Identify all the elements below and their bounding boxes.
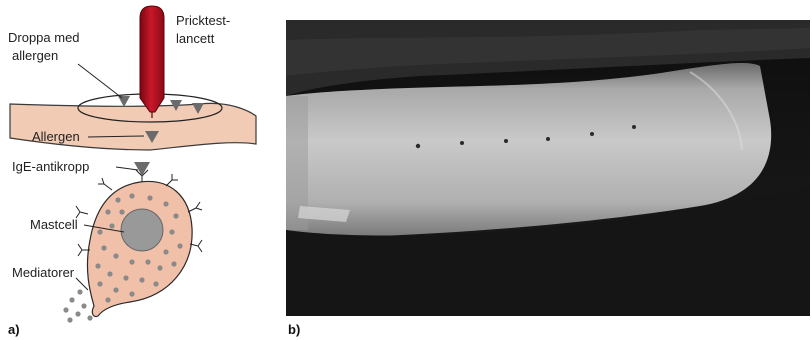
- ige-leader-line: [116, 167, 138, 170]
- drop-label-line1: Droppa med: [8, 30, 80, 45]
- lancet-label-line1: Pricktest-: [176, 13, 230, 28]
- lancet-label-line2: lancett: [176, 31, 215, 46]
- allergen-label: Allergen: [32, 129, 80, 144]
- pricktest-lancet: [140, 6, 164, 118]
- panel-a-letter: a): [8, 322, 20, 337]
- panel-b-letter: b): [288, 322, 300, 337]
- mediators-label: Mediatorer: [12, 265, 75, 280]
- released-mediators: [63, 289, 92, 322]
- allergen-triangle: [118, 96, 130, 107]
- panel-b-photo: b): [286, 20, 810, 337]
- mastcell-label: Mastcell: [30, 217, 78, 232]
- panel-a: Pricktest- lancett Droppa med allergen A…: [8, 6, 256, 337]
- drop-leader-line: [78, 64, 122, 98]
- allergen-triangle: [134, 162, 150, 176]
- mast-cell-nucleus: [121, 209, 163, 251]
- drop-label-line2: allergen: [12, 48, 58, 63]
- ige-label: IgE-antikropp: [12, 159, 89, 174]
- mediators-leader-line: [76, 278, 88, 290]
